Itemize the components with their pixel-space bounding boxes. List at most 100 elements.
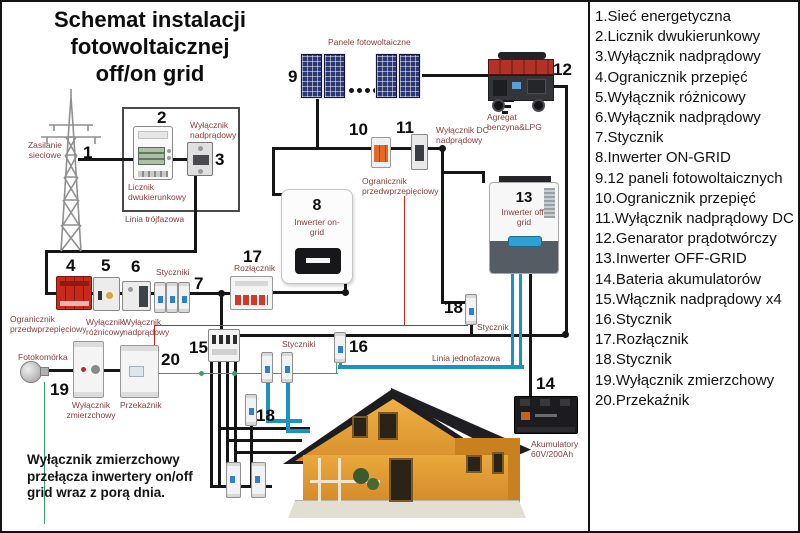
- wire-segment: [234, 362, 237, 487]
- marker-16: 16: [349, 337, 368, 356]
- legend-item: 3.Wyłącznik nadprądowy: [595, 48, 761, 66]
- rcd-toggle: [98, 291, 102, 300]
- wire-segment: [45, 250, 197, 253]
- twilight-switch-device: [73, 341, 104, 398]
- breaker-toggle: [139, 286, 148, 307]
- main-breaker-label: Wyłącznik nadprądowy: [190, 120, 237, 141]
- page-title: Schemat instalacji fotowoltaicznej off/o…: [22, 6, 278, 87]
- marker-20: 20: [161, 350, 180, 369]
- battery-label: Akumulatory 60V/200Ah: [531, 439, 591, 459]
- wire-segment: [103, 369, 122, 372]
- legend-item: 1.Sieć energetyczna: [595, 8, 731, 25]
- marker-5: 5: [101, 256, 111, 275]
- disconnector-rockers: [235, 295, 268, 305]
- single-phase-line-label: Linia jednofazowa: [432, 353, 501, 363]
- breaker-x4-device: [208, 329, 240, 362]
- note-text: Wyłącznik zmierzchowy przełącza inwerter…: [27, 452, 193, 502]
- wire-control: [404, 196, 405, 326]
- generator-vent: [493, 80, 507, 96]
- dc-surge-protector-device: [371, 137, 391, 168]
- house-image: [283, 388, 531, 522]
- marker-7: 7: [194, 274, 204, 293]
- grid-supply-label: Zasilanie sieciowe: [27, 140, 63, 161]
- marker-2: 2: [157, 108, 167, 127]
- legend-item: 9.12 paneli fotowoltaicznych: [595, 169, 783, 187]
- twilight-switch-label: Wyłącznik zmierzchowy: [66, 400, 116, 421]
- marker-4: 4: [66, 256, 76, 275]
- wire-segment: [441, 147, 444, 304]
- contactor-toggle: [285, 366, 290, 373]
- breaker-screw: [128, 287, 133, 292]
- relay-window: [129, 366, 144, 377]
- breaker-toggle: [415, 145, 424, 161]
- contactor-18-label: Stycznik: [477, 322, 509, 332]
- marker-8: 8: [312, 197, 322, 214]
- wire-control: [154, 325, 155, 347]
- wire-battery: [511, 271, 514, 367]
- wire-segment: [529, 271, 532, 398]
- wire-segment: [194, 174, 197, 252]
- wire-segment: [441, 301, 468, 304]
- meter-lcd: [138, 147, 165, 165]
- ellipsis-dot: [365, 88, 370, 93]
- contactor-toggle: [158, 296, 163, 303]
- disconnector-device: [230, 276, 273, 310]
- wire-segment: [339, 361, 342, 367]
- wire-segment: [422, 74, 506, 77]
- photocell-device: [20, 361, 42, 383]
- legend-item: 15.Włącznik nadprądowy x4: [595, 290, 782, 308]
- legend-item: 14.Bateria akumulatorów: [595, 270, 761, 288]
- wire-segment: [482, 171, 485, 183]
- wire-segment: [250, 426, 253, 486]
- relay-device: [120, 345, 159, 398]
- photocell-label: Fotokomórka: [18, 352, 68, 362]
- pv-panel: [399, 54, 420, 98]
- battery-text-lines: [535, 414, 557, 417]
- meter-button: [167, 156, 171, 160]
- marker-11: 11: [396, 118, 414, 137]
- bidirectional-meter-device: [133, 126, 173, 180]
- contactor-device: [178, 282, 190, 313]
- three-phase-line-label: Linia trójfazowa: [125, 214, 185, 224]
- battery-label-patch: [521, 412, 530, 420]
- wire-segment: [272, 193, 283, 196]
- ellipsis-dot: [349, 88, 354, 93]
- contactor-device: [154, 282, 166, 313]
- legend-list: 1.Sieć energetyczna 2.Licznik dwukierunk…: [595, 7, 798, 411]
- inverter-on-grid-device: 8 Inwerter on-grid: [281, 189, 353, 284]
- junction-dot: [218, 290, 225, 297]
- ground-icon: [502, 111, 508, 114]
- inverter-display: [508, 236, 542, 247]
- battery-cap: [560, 399, 570, 406]
- note-line-3: grid wraz z porą dnia.: [27, 485, 166, 500]
- house-window: [352, 416, 368, 438]
- contactor-toggle: [182, 296, 187, 303]
- meter-top-panel: [138, 131, 168, 139]
- adjust-dial: [91, 365, 100, 374]
- surge-protector-ac-label: Ogranicznik przedwprzepięciowy: [10, 314, 87, 335]
- legend-item: 7.Stycznik: [595, 129, 664, 147]
- disconnector-terminals: [235, 281, 268, 286]
- contactor-toggle: [338, 346, 343, 353]
- junction-dot: [342, 289, 349, 296]
- wire-control: [154, 325, 468, 326]
- marker-18b: 18: [256, 406, 275, 425]
- junction-dot: [232, 371, 237, 376]
- legend-item: 20.Przekaźnik: [595, 391, 690, 409]
- wire-segment: [266, 419, 302, 423]
- surge-protector-dc-label: Ogranicznik przedwprzepięciowy: [362, 176, 439, 197]
- breaker-toggles: [212, 335, 237, 344]
- battery-cap: [520, 399, 530, 406]
- junction-dot: [562, 331, 569, 338]
- breaker-screw: [198, 146, 203, 151]
- contactor-toggle: [249, 408, 254, 415]
- wire-segment: [234, 451, 296, 454]
- marker-10: 10: [349, 120, 368, 139]
- meter-terminals: [138, 171, 168, 177]
- inverter-vent: [544, 188, 555, 218]
- ac-breaker-device: [122, 281, 151, 311]
- relay-label: Przekaźnik: [120, 400, 162, 410]
- marker-1: 1: [83, 143, 93, 162]
- photocell-stem: [40, 367, 49, 376]
- legend-item: 8.Inwerter ON-GRID: [595, 149, 731, 167]
